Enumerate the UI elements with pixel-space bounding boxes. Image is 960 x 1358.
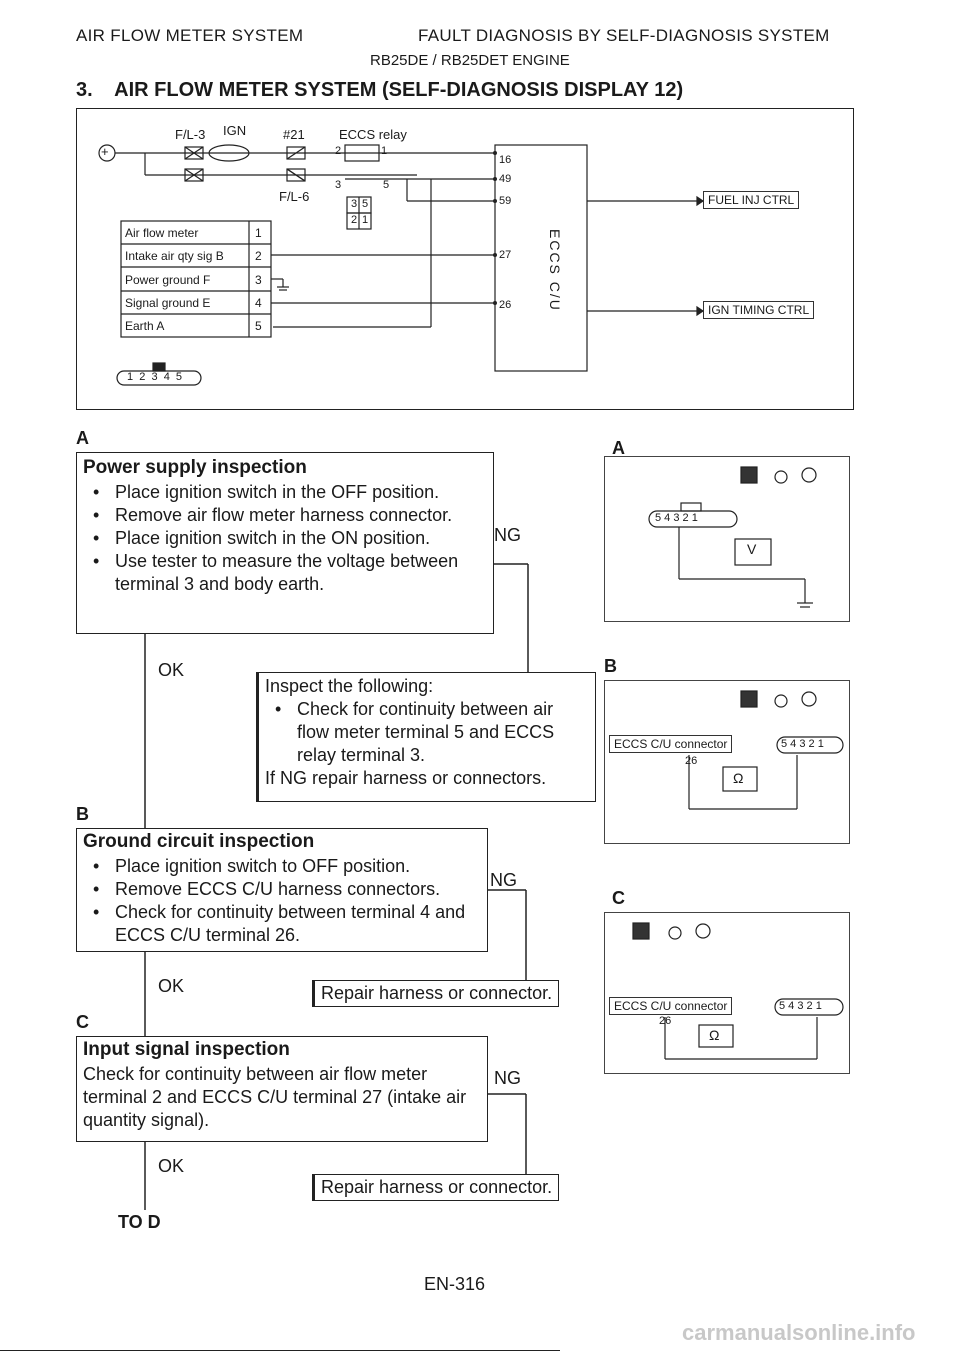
step-b-letter: B <box>76 804 89 824</box>
step-c-ok: OK <box>158 1156 185 1176</box>
step-a-item-2: Remove air flow meter harness connector. <box>91 504 487 527</box>
side-b-drawing <box>688 690 844 810</box>
battery-plus-label: + <box>101 144 109 159</box>
watermark: carmanualsonline.info <box>682 1320 916 1345</box>
page-number: EN-316 <box>424 1274 486 1294</box>
side-c-ecu-label: ECCS C/U connector <box>609 997 733 1015</box>
step-a-box: Power supply inspection Place ignition s… <box>76 452 494 634</box>
inspect-footer: If NG repair harness or connectors. <box>265 768 547 788</box>
step-c-letter: C <box>76 1012 89 1032</box>
header-right: FAULT DIAGNOSIS BY SELF-DIAGNOSIS SYSTEM <box>418 26 830 45</box>
ign-label: IGN <box>223 123 247 138</box>
afm-row-1-name: Air flow meter <box>125 226 199 240</box>
afm-row-5-pin: 5 <box>255 319 262 333</box>
side-c-connector-pins: 5 4 3 2 1 <box>779 1000 822 1012</box>
afm-row-4-name: Signal ground E <box>125 296 211 310</box>
afm-row-3-pin: 3 <box>255 273 262 287</box>
afm-row-4-pin: 4 <box>255 296 262 310</box>
relay-conn-2: 2 <box>351 214 358 226</box>
fuel-inj-ctrl-label: FUEL INJ CTRL <box>703 191 800 209</box>
header-subtitle: RB25DE / RB25DET ENGINE <box>370 52 570 69</box>
repair-box-1: Repair harness or connector. <box>312 980 560 1007</box>
relay-pin-3: 3 <box>335 179 342 191</box>
afm-connector-pins: 1 2 3 4 5 <box>127 371 183 383</box>
step-b-item-3: Check for continuity between terminal 4 … <box>91 901 481 947</box>
side-a-panel: 5 4 3 2 1 V <box>604 456 850 622</box>
relay-pin-1: 1 <box>381 145 388 157</box>
footer-rule <box>0 1350 560 1351</box>
side-b-ecu-label: ECCS C/U connector <box>609 735 733 753</box>
inspect-title: Inspect the following: <box>265 676 434 696</box>
side-b-meter: Ω <box>733 770 744 786</box>
wiring-lines <box>98 144 705 386</box>
step-a-title: Power supply inspection <box>83 457 307 478</box>
side-b-connector-pins: 5 4 3 2 1 <box>781 738 824 750</box>
step-a-letter: A <box>76 428 89 448</box>
side-a-drawing <box>648 466 817 608</box>
side-c-pin: 26 <box>659 1015 672 1027</box>
afm-row-2-pin: 2 <box>255 249 262 263</box>
side-c-letter: C <box>612 888 625 908</box>
step-b-box: Ground circuit inspection Place ignition… <box>76 828 488 952</box>
side-b-pin: 26 <box>685 755 698 767</box>
ecu-pin-26: 26 <box>499 299 512 311</box>
step-b-ng: NG <box>490 870 517 890</box>
step-a-item-4: Use tester to measure the voltage betwee… <box>91 550 487 596</box>
ecu-pin-16: 16 <box>499 154 512 166</box>
afm-row-2-name: Intake air qty sig B <box>125 249 224 263</box>
header-left: AIR FLOW METER SYSTEM <box>76 26 304 45</box>
step-c-ng: NG <box>494 1068 521 1088</box>
step-b-title: Ground circuit inspection <box>83 831 315 852</box>
step-a-ng: NG <box>494 525 521 545</box>
side-c-panel: ECCS C/U connector 26 5 4 3 2 1 Ω <box>604 912 850 1074</box>
afm-row-1-pin: 1 <box>255 226 262 240</box>
wiring-diagram: + F/L-3 IGN #21 ECCS relay F/L-6 2 1 3 5… <box>76 108 854 410</box>
fl3-label: F/L-3 <box>175 127 206 142</box>
fuse-label: #21 <box>283 127 305 142</box>
side-b-panel: ECCS C/U connector 26 5 4 3 2 1 Ω <box>604 680 850 844</box>
inspect-item: Check for continuity between air flow me… <box>273 698 589 767</box>
relay-label: ECCS relay <box>339 127 407 142</box>
ecu-pin-27: 27 <box>499 249 512 261</box>
afm-row-3-name: Power ground F <box>125 273 211 287</box>
step-c-box: Input signal inspection Check for contin… <box>76 1036 488 1142</box>
step-b-item-2: Remove ECCS C/U harness connectors. <box>91 878 481 901</box>
step-c-text: Check for continuity between air flow me… <box>83 1064 467 1130</box>
relay-pin-2: 2 <box>335 145 342 157</box>
relay-conn-5: 5 <box>362 198 369 210</box>
side-c-meter: Ω <box>709 1027 720 1043</box>
step-a-item-3: Place ignition switch in the ON position… <box>91 527 487 550</box>
side-a-letter: A <box>612 438 625 458</box>
ign-timing-ctrl-label: IGN TIMING CTRL <box>703 301 815 319</box>
ecu-label: ECCS C/U <box>547 229 563 312</box>
repair-box-2: Repair harness or connector. <box>312 1174 560 1201</box>
fl6-label: F/L-6 <box>279 189 310 204</box>
step-a-ok: OK <box>158 660 185 680</box>
step-b-ok: OK <box>158 976 185 996</box>
step-b-item-1: Place ignition switch to OFF position. <box>91 855 481 878</box>
to-d-label: TO D <box>118 1212 161 1232</box>
ecu-pin-49: 49 <box>499 173 512 185</box>
ecu-pin-59: 59 <box>499 195 512 207</box>
side-a-connector-pins: 5 4 3 2 1 <box>655 512 698 524</box>
relay-conn-3: 3 <box>351 198 358 210</box>
step-a-item-1: Place ignition switch in the OFF positio… <box>91 481 487 504</box>
step-c-title: Input signal inspection <box>83 1039 290 1060</box>
relay-pin-5: 5 <box>383 179 390 191</box>
relay-conn-1: 1 <box>362 214 369 226</box>
side-b-letter: B <box>604 656 617 676</box>
side-a-meter: V <box>747 541 757 557</box>
afm-row-5-name: Earth A <box>125 319 165 333</box>
side-c-drawing <box>632 922 844 1060</box>
section-title: 3. AIR FLOW METER SYSTEM (SELF-DIAGNOSIS… <box>76 79 684 101</box>
inspect-box: Inspect the following: Check for continu… <box>256 672 596 802</box>
